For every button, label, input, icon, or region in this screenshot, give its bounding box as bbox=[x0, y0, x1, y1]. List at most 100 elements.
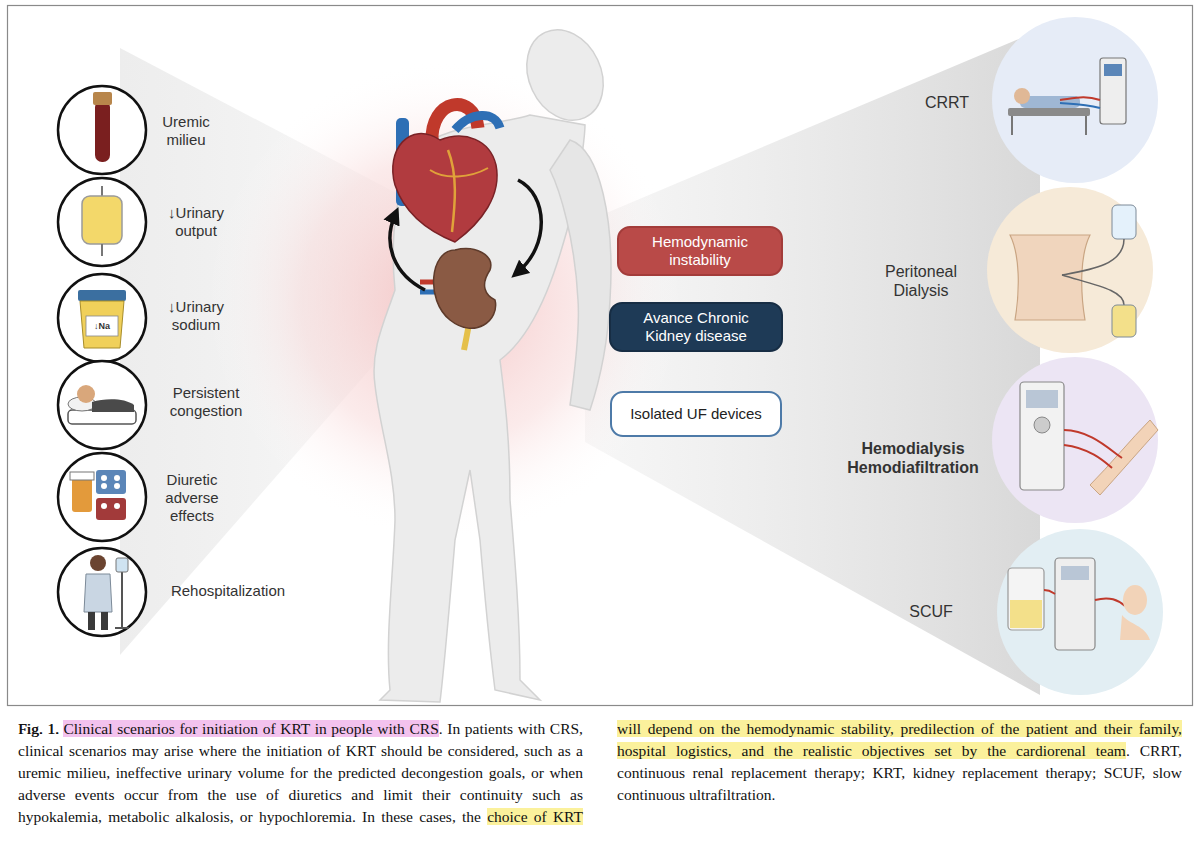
urine-cup-icon-part bbox=[80, 301, 124, 348]
urine-bag-icon-part bbox=[101, 244, 103, 256]
iv-patient-icon-part bbox=[115, 627, 129, 629]
crrt-icon-part bbox=[1060, 103, 1100, 108]
cycle-arrows-part bbox=[518, 180, 541, 272]
urine-cup-icon bbox=[78, 290, 126, 348]
right-therapy-circles-part bbox=[992, 357, 1158, 523]
pills-icon-part bbox=[114, 483, 120, 489]
blood-tube-icon-part bbox=[93, 92, 112, 105]
crrt-icon-part bbox=[1060, 97, 1100, 100]
therapy-label: Hemodialysis Hemodiafiltration bbox=[847, 440, 979, 476]
left-icon-circles-part bbox=[58, 453, 146, 541]
scenario-label-box: ↓Urinary output bbox=[156, 204, 236, 240]
right-therapy-circles-part bbox=[997, 529, 1163, 695]
urine-cup-icon-part bbox=[78, 290, 126, 301]
icon-text-box: ↓Na bbox=[87, 321, 117, 332]
left-icon-circles-part bbox=[58, 548, 146, 636]
pills-icon-part bbox=[101, 503, 107, 509]
iv-patient-icon-part bbox=[116, 558, 128, 572]
crrt-icon-part bbox=[1104, 64, 1122, 76]
scenario-label-box: ↓Urinary sodium bbox=[156, 298, 236, 334]
kidney-illustration-part bbox=[434, 249, 496, 329]
therapy-label: CRRT bbox=[925, 94, 969, 111]
bedridden-person-icon bbox=[68, 385, 136, 424]
left-icon-circles bbox=[58, 86, 146, 636]
pills-icon-part bbox=[70, 472, 94, 480]
peritoneal-dialysis-icon bbox=[1010, 205, 1136, 337]
blood-tube-icon-part bbox=[95, 100, 110, 162]
scenario-label: ↓Urinary sodium bbox=[168, 298, 224, 333]
human-silhouette-part bbox=[374, 115, 585, 702]
heart-illustration-part bbox=[393, 134, 497, 242]
crrt-icon bbox=[1008, 58, 1126, 135]
crrt-icon-part bbox=[1085, 116, 1087, 135]
crrt-icon-part bbox=[1100, 58, 1126, 124]
pills-icon-part bbox=[72, 478, 92, 512]
right-therapy-circles-part bbox=[992, 17, 1158, 183]
therapy-label-box: SCUF bbox=[891, 602, 971, 621]
scuf-icon-part bbox=[1123, 585, 1147, 615]
scenario-box: Isolated UF devices bbox=[610, 391, 782, 437]
box-text: Hemodynamic instability bbox=[635, 233, 765, 269]
crrt-icon-part bbox=[1008, 108, 1090, 116]
heart-illustration-part bbox=[430, 168, 488, 177]
pills-icon-part bbox=[101, 483, 107, 489]
hemodialysis-icon-part bbox=[1064, 445, 1112, 468]
scuf-icon-part bbox=[1055, 558, 1095, 650]
urine-cup-icon-part bbox=[86, 316, 118, 336]
hemodialysis-icon-part bbox=[1026, 390, 1058, 408]
scenario-label-box: Diuretic adverse effects bbox=[156, 471, 228, 525]
scenario-label-box: Persistent congestion bbox=[160, 384, 252, 420]
scuf-icon-part bbox=[1008, 568, 1044, 630]
scenario-label-box: Rehospitalization bbox=[148, 582, 308, 600]
bedridden-person-icon-part bbox=[92, 399, 134, 412]
frame bbox=[8, 6, 1193, 706]
urine-bag-icon-part bbox=[101, 186, 103, 196]
cycle-arrows bbox=[390, 180, 541, 290]
right-therapy-circles-part bbox=[987, 187, 1153, 353]
pills-icon-part bbox=[96, 470, 126, 494]
iv-patient-icon-part bbox=[101, 612, 108, 630]
kidney-illustration bbox=[420, 249, 496, 350]
scenario-label: Rehospitalization bbox=[171, 582, 285, 599]
box-text: Avance Chronic Kidney disease bbox=[634, 309, 759, 345]
heart-illustration bbox=[393, 105, 500, 242]
hemodialysis-icon-part bbox=[1034, 417, 1050, 433]
therapy-label-box: Peritoneal Dialysis bbox=[875, 262, 967, 300]
pills-icon-part bbox=[96, 498, 126, 520]
crrt-icon-part bbox=[1011, 116, 1013, 135]
iv-patient-icon-part bbox=[90, 555, 106, 571]
scenario-label: Persistent congestion bbox=[170, 384, 243, 419]
left-icon-circles-part bbox=[58, 86, 146, 174]
bedridden-person-icon-part bbox=[77, 385, 95, 403]
scuf-icon bbox=[1008, 558, 1150, 650]
scenario-box: Avance Chronic Kidney disease bbox=[609, 302, 783, 352]
scenario-label: ↓Urinary output bbox=[168, 204, 224, 239]
figure-caption: Fig. 1. Clinical scenarios for initiatio… bbox=[18, 718, 1182, 828]
human-silhouette-part bbox=[550, 140, 611, 410]
box-text: Isolated UF devices bbox=[630, 405, 762, 423]
hemodialysis-icon-part bbox=[1020, 382, 1064, 490]
left-icon-circles-part bbox=[58, 178, 146, 266]
blood-tube-icon bbox=[93, 92, 112, 162]
scenario-label: Uremic milieu bbox=[162, 113, 210, 148]
urine-bag-icon-part bbox=[82, 196, 122, 244]
therapy-label-box: CRRT bbox=[907, 93, 987, 112]
crrt-icon-part bbox=[1014, 88, 1030, 104]
left-icon-circles-part bbox=[58, 361, 146, 449]
human-silhouette bbox=[374, 17, 617, 702]
heart-illustration-part bbox=[455, 115, 500, 130]
cycle-arrows-part bbox=[390, 215, 425, 290]
urine-bag-icon bbox=[82, 186, 122, 256]
hemodialysis-icon bbox=[1020, 382, 1158, 495]
peritoneal-dialysis-icon-part bbox=[1112, 205, 1136, 239]
left-icon-circles-part bbox=[58, 274, 146, 362]
heart-illustration-part bbox=[448, 150, 455, 232]
scuf-icon-part bbox=[1095, 598, 1125, 606]
scuf-icon-part bbox=[1010, 600, 1042, 628]
peritoneal-dialysis-icon-part bbox=[1062, 239, 1124, 275]
iv-patient-icon bbox=[84, 555, 129, 630]
therapy-label-box: Hemodialysis Hemodiafiltration bbox=[837, 439, 989, 477]
iv-patient-icon-part bbox=[84, 574, 112, 612]
peritoneal-dialysis-icon-part bbox=[1062, 275, 1124, 305]
